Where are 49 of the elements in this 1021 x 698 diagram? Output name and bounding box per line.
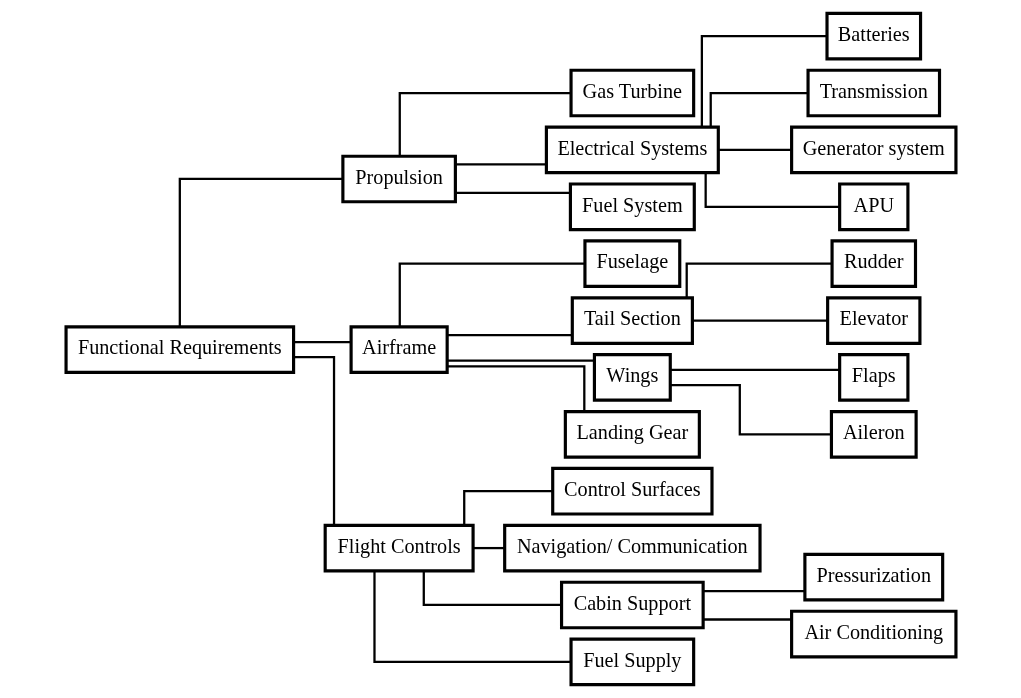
connector [702,589,805,593]
node-box: Gas Turbine [568,68,695,118]
connector [455,163,546,166]
connector [700,35,827,127]
connector [702,618,791,621]
connector [718,148,791,152]
connector [398,91,571,156]
node-box: Control Surfaces [550,466,714,516]
node-box: Flaps [837,353,909,402]
node-box: Airframe [349,325,449,374]
node-box: Air Conditioning [789,609,958,659]
connector [446,359,594,362]
connector [455,191,570,195]
connector [462,490,552,526]
connector [472,546,504,550]
node-box: Pressurization [802,552,944,602]
node-box: Propulsion [340,154,457,204]
node-box: Electrical Systems [544,125,720,175]
connector [692,319,827,322]
connector [293,340,351,344]
node-box: Rudder [830,239,917,288]
node-box: Cabin Support [559,580,705,630]
node-box: Landing Gear [563,410,701,459]
node-box: Elevator [825,296,921,345]
connector [685,262,832,298]
node-box: Wings [592,353,672,402]
node-box: Flight Controls [323,523,475,573]
node-box: Aileron [829,410,918,459]
connector [372,571,571,663]
connector [446,333,572,337]
node-box: Transmission [805,68,941,118]
connector [422,570,561,607]
node-box: Fuselage [582,239,681,288]
node-box: Navigation/ Communication [502,523,762,573]
node-box: APU [837,182,909,232]
node-box: Generator system [789,125,958,175]
node-box: Batteries [824,11,922,61]
connector [709,91,808,128]
connector [670,383,831,436]
connector [670,368,840,371]
connector [446,365,585,412]
node-box: Fuel Supply [568,637,695,687]
node-box: Tail Section [570,296,694,345]
connector [704,172,839,208]
connector [178,177,343,327]
node-box: Functional Requirements [64,325,295,374]
connector [293,356,335,526]
node-box: Fuel System [568,182,696,232]
connector [398,262,585,327]
